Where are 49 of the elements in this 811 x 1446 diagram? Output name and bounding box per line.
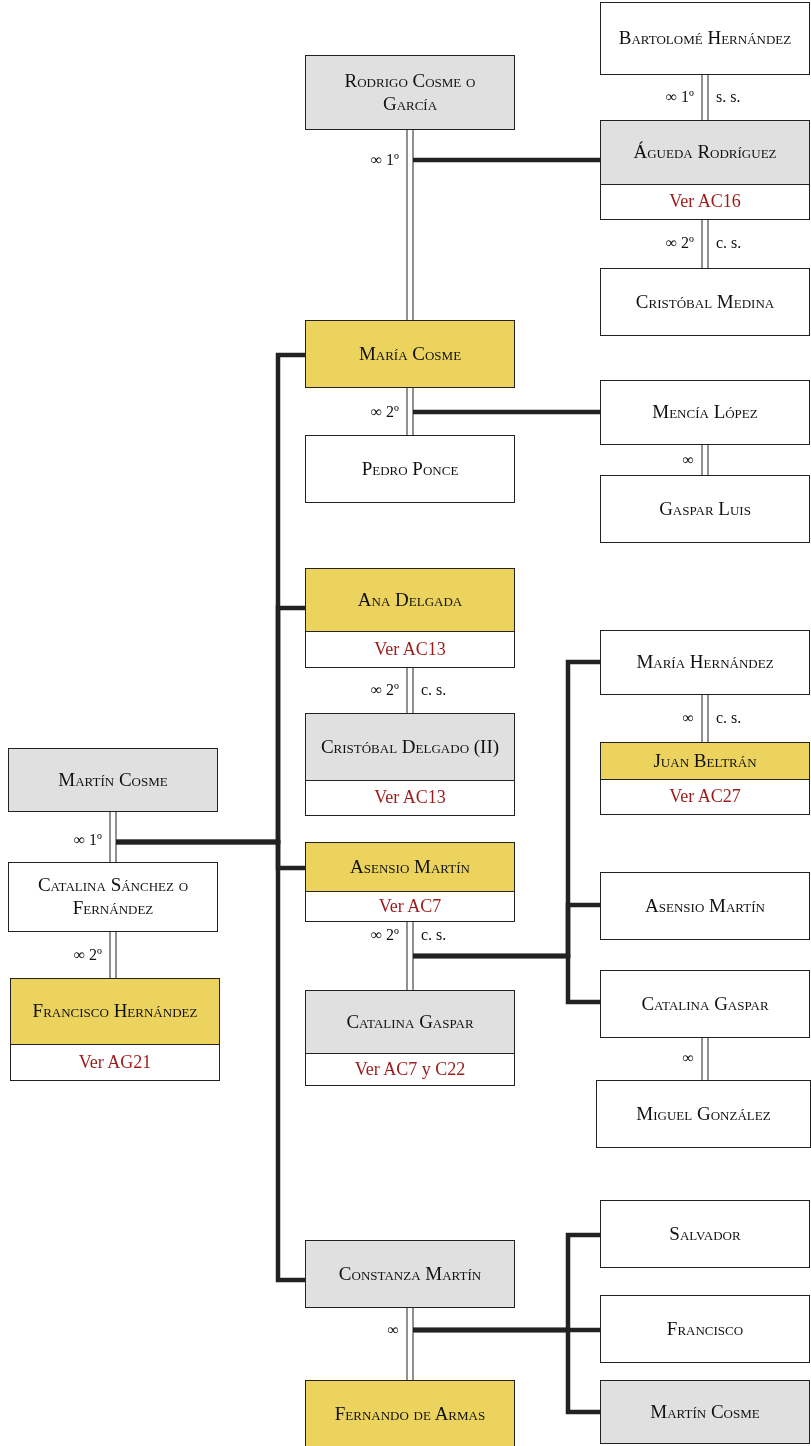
person-name-box: Asensio Martín <box>305 842 515 892</box>
descent-line <box>413 157 600 163</box>
person-name-box: Constanza Martín <box>305 1240 515 1308</box>
person-name-box: Martín Cosme <box>600 1380 810 1444</box>
person-name-box: Martín Cosme <box>8 748 218 812</box>
descent-line <box>413 953 600 1005</box>
person-name-box: Fernando de Armas <box>305 1380 515 1446</box>
marriage-double-line <box>406 667 414 714</box>
person-name-box: Ana Delgada <box>305 568 515 632</box>
marriage-double-line <box>701 694 709 743</box>
person-name-box: Juan Beltrán <box>600 742 810 780</box>
marriage-double-line <box>701 74 709 121</box>
descent-line <box>413 1327 600 1415</box>
descent-line <box>413 409 600 415</box>
descent-line <box>116 839 305 1283</box>
person-name-box: Catalina Gaspar <box>305 990 515 1054</box>
reference-note: Ver AC16 <box>600 185 810 220</box>
person-name-box: Miguel González <box>596 1080 811 1148</box>
marriage-double-line <box>701 1037 709 1081</box>
person-name-box: María Cosme <box>305 320 515 388</box>
reference-note: Ver AC13 <box>305 632 515 668</box>
person-name-box: Catalina Sánchez o Fernández <box>8 862 218 932</box>
reference-note: Ver AC13 <box>305 781 515 816</box>
person-name-box: Francisco <box>600 1295 810 1363</box>
person-name-box: Catalina Gaspar <box>600 970 810 1038</box>
person-name-box: Cristóbal Delgado (II) <box>305 713 515 781</box>
person-name-box: Asensio Martín <box>600 872 810 940</box>
marriage-double-line <box>406 921 414 991</box>
person-name-box: Águeda Rodríguez <box>600 120 810 185</box>
reference-note: Ver AC27 <box>600 780 810 815</box>
person-name-box: Bartolomé Hernández <box>600 2 810 75</box>
person-name-box: Mencía López <box>600 380 810 445</box>
marriage-double-line <box>406 1307 414 1381</box>
reference-note: Ver AC7 <box>305 892 515 922</box>
person-name-box: Salvador <box>600 1200 810 1268</box>
person-name-box: Cristóbal Medina <box>600 268 810 336</box>
marriage-double-line <box>109 931 117 979</box>
reference-note: Ver AG21 <box>10 1045 220 1081</box>
marriage-double-line <box>109 811 117 863</box>
person-name-box: Rodrigo Cosme o García <box>305 55 515 130</box>
marriage-double-line <box>406 387 414 436</box>
marriage-double-line <box>406 129 414 321</box>
person-name-box: Pedro Ponce <box>305 435 515 503</box>
person-name-box: Gaspar Luis <box>600 475 810 543</box>
marriage-double-line <box>701 444 709 476</box>
person-name-box: María Hernández <box>600 630 810 695</box>
reference-note: Ver AC7 y C22 <box>305 1054 515 1086</box>
person-name-box: Francisco Hernández <box>10 978 220 1045</box>
marriage-double-line <box>701 219 709 269</box>
